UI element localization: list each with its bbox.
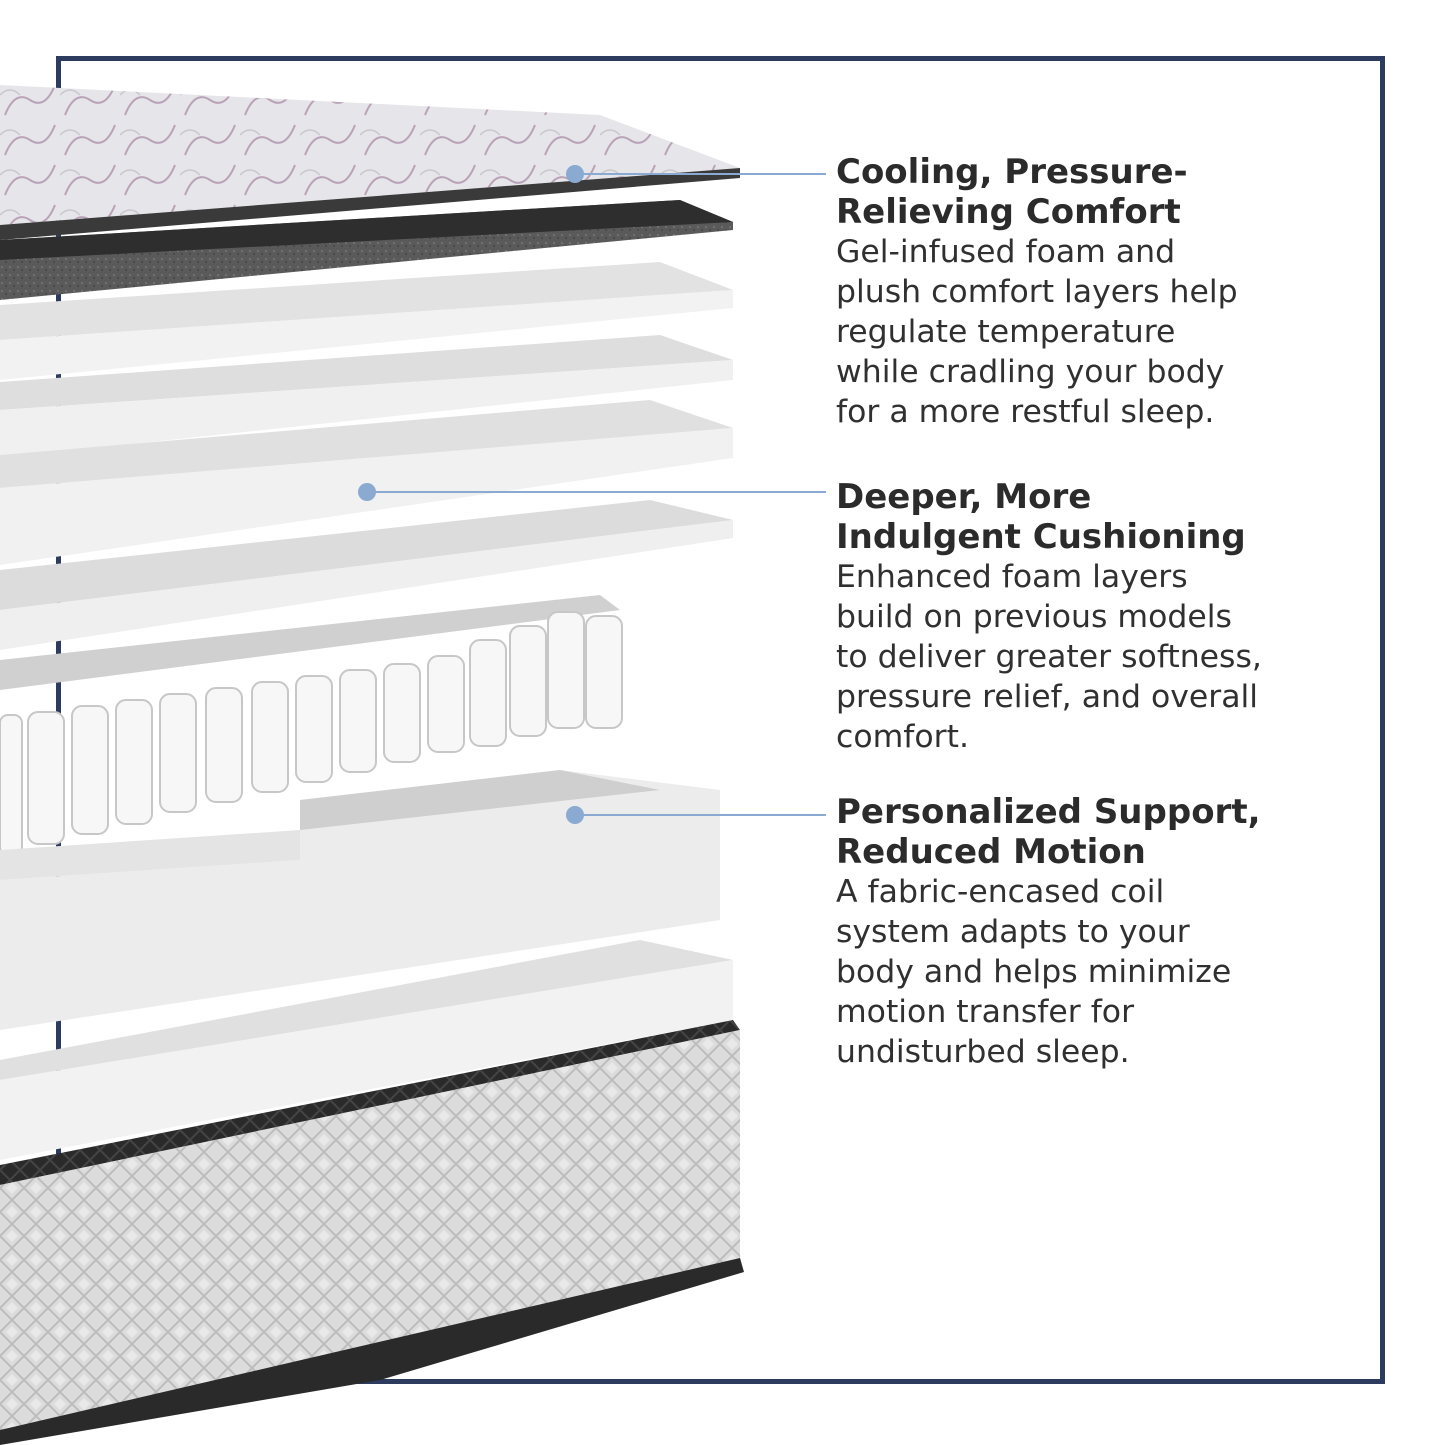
leader-line-2 — [358, 483, 826, 501]
coil-system — [0, 595, 623, 856]
callout-body: Gel-infused foam and plush comfort layer… — [836, 234, 1238, 430]
callout-personalized-support: Personalized Support, Reduced Motion A f… — [836, 792, 1396, 1072]
comfort-foam-layer-4 — [0, 500, 733, 650]
callout-indulgent-cushioning: Deeper, More Indulgent Cushioning Enhanc… — [836, 477, 1396, 757]
foam-encasement — [0, 770, 720, 1030]
comfort-foam-layer-1 — [0, 262, 733, 380]
comfort-foam-layer-2 — [0, 335, 733, 458]
leader-line-1 — [566, 165, 826, 183]
mattress-base — [0, 1020, 744, 1445]
top-quilted-layer — [0, 85, 740, 240]
base-foam-layer — [0, 940, 733, 1160]
callout-cooling-comfort: Cooling, Pressure- Relieving Comfort Gel… — [836, 152, 1396, 432]
leader-line-3 — [566, 806, 826, 824]
callout-body: Enhanced foam layers build on previous m… — [836, 559, 1262, 755]
callout-body: A fabric-encased coil system adapts to y… — [836, 874, 1232, 1070]
callout-title: Cooling, Pressure- Relieving Comfort — [836, 152, 1188, 232]
callout-title: Deeper, More Indulgent Cushioning — [836, 477, 1246, 557]
callout-title: Personalized Support, Reduced Motion — [836, 792, 1261, 872]
gel-foam-layer — [0, 200, 733, 300]
